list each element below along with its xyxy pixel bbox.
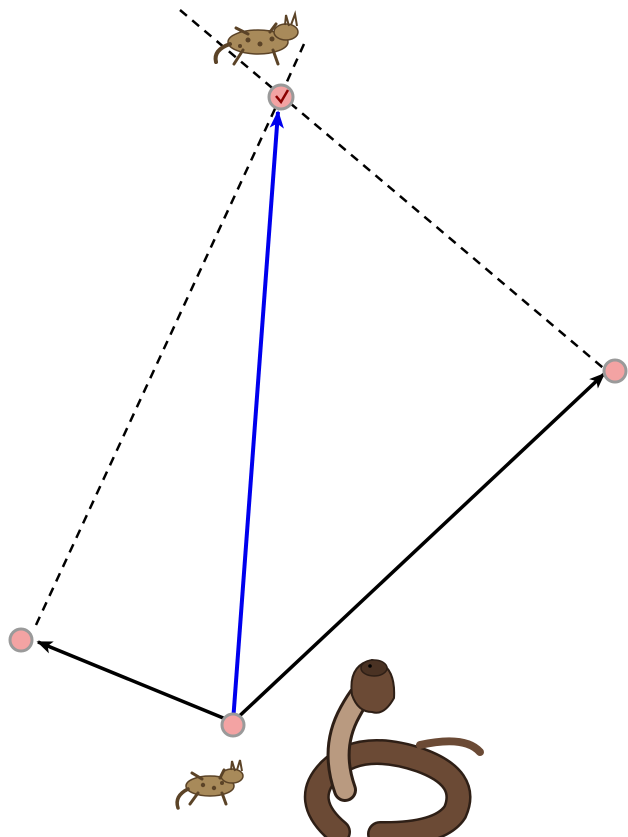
dashed-right-parallel (179, 9, 609, 373)
dashed-left-parallel (34, 97, 282, 626)
right-endpoint[interactable] (602, 358, 628, 384)
resultant-vector (231, 110, 284, 723)
sum-endpoint[interactable] (267, 83, 295, 111)
horned-lizard-bottom-icon (175, 759, 244, 810)
right-vector (231, 372, 606, 724)
sum-endpoint-tick-icon (275, 89, 290, 105)
origin-point[interactable] (220, 712, 246, 738)
left-endpoint[interactable] (8, 627, 34, 653)
dashed-short-segment (283, 43, 306, 87)
cobra-icon (303, 658, 484, 837)
left-vector (36, 640, 234, 724)
horned-lizard-top-icon (213, 10, 299, 66)
